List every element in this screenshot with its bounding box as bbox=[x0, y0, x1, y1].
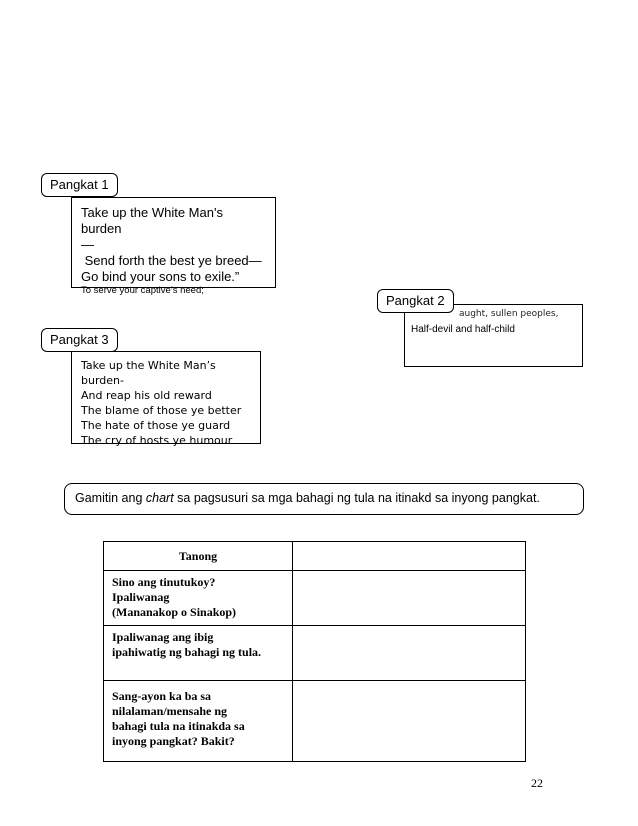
excerpt-fragment: aught, sullen peoples, bbox=[459, 309, 559, 319]
answer-cell[interactable] bbox=[292, 570, 526, 626]
instruction-box: Gamitin ang chart sa pagsusuri sa mga ba… bbox=[64, 483, 584, 515]
excerpt-line: Send forth the best ye breed— bbox=[81, 253, 262, 268]
answer-cell[interactable] bbox=[292, 680, 526, 762]
excerpt-line: Half-devil and half-child bbox=[411, 324, 515, 335]
instruction-emphasis: chart bbox=[145, 491, 174, 505]
question-cell: Sino ang tinutukoy? Ipaliwanag (Mananako… bbox=[103, 570, 293, 626]
page-number: 22 bbox=[531, 776, 543, 790]
excerpt-line: The hate of those ye guard bbox=[81, 419, 231, 432]
group-1-label: Pangkat 1 bbox=[41, 173, 118, 197]
analysis-chart: Tanong Sino ang tinutukoy? Ipaliwanag (M… bbox=[103, 541, 526, 762]
excerpt-line: Take up the White Man's burden bbox=[81, 205, 223, 236]
group-2-excerpt-box: aught, sullen peoples, Half-devil and ha… bbox=[404, 304, 583, 367]
excerpt-line: Take up the White Man’s burden- bbox=[81, 359, 216, 387]
instruction-text: sa pagsusuri sa mga bahagi ng tula na it… bbox=[173, 491, 540, 505]
excerpt-line: — bbox=[81, 237, 94, 252]
group-3-label: Pangkat 3 bbox=[41, 328, 118, 352]
excerpt-line: And reap his old reward bbox=[81, 389, 212, 402]
instruction-text: Gamitin ang bbox=[75, 491, 146, 505]
question-cell: Sang-ayon ka ba sa nilalaman/mensahe ng … bbox=[103, 680, 293, 762]
question-cell: Ipaliwanag ang ibig ipahiwatig ng bahagi… bbox=[103, 625, 293, 681]
excerpt-line: The blame of those ye better bbox=[81, 404, 242, 417]
excerpt-small-line: To serve your captive’s need; bbox=[81, 285, 204, 296]
answer-cell[interactable] bbox=[292, 625, 526, 681]
table-header-answer bbox=[292, 541, 526, 571]
excerpt-line: The cry of hosts ye humour bbox=[81, 434, 233, 447]
group-3-excerpt-box: Take up the White Man’s burden- And reap… bbox=[71, 351, 261, 447]
table-header-question: Tanong bbox=[103, 541, 293, 571]
excerpt-line: Go bind your sons to exile.” bbox=[81, 269, 240, 284]
group-2-label: Pangkat 2 bbox=[377, 289, 454, 313]
group-1-excerpt-box: Take up the White Man's burden — Send fo… bbox=[71, 197, 276, 296]
